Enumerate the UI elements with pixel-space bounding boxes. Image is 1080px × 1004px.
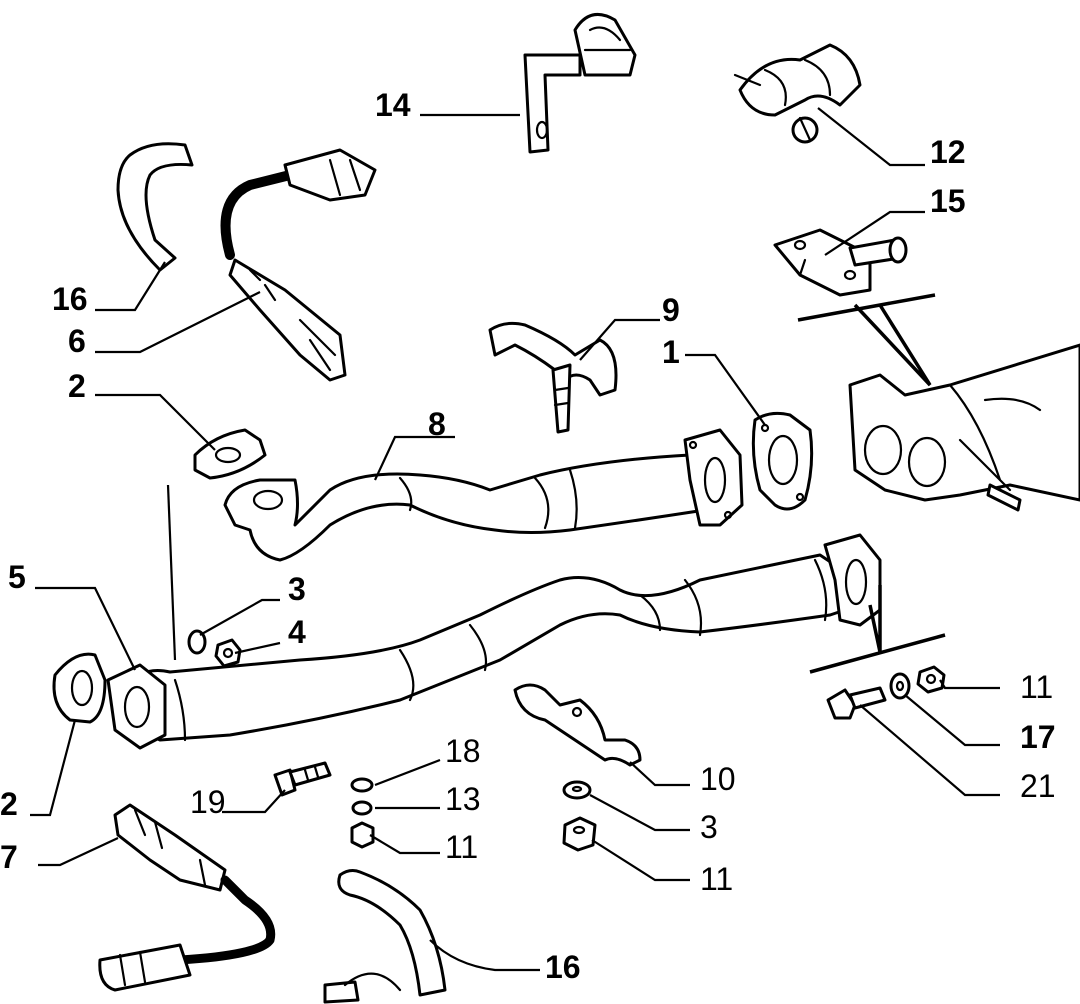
part-12-clamp[interactable] xyxy=(733,43,862,144)
part-14-bracket[interactable] xyxy=(523,12,637,154)
part-19-bolt[interactable] xyxy=(273,761,332,797)
callout-4: 4 xyxy=(288,614,306,650)
catalytic-converter xyxy=(848,343,1080,512)
callout-16-lower: 16 xyxy=(545,949,581,985)
part-13-lock-washer[interactable] xyxy=(351,800,373,816)
leader-lines xyxy=(30,107,1000,972)
callout-2-upper: 2 xyxy=(68,368,86,404)
part-2-gasket-upper[interactable] xyxy=(193,428,267,480)
part-11-nut-center[interactable] xyxy=(562,816,597,852)
callout-14: 14 xyxy=(375,87,411,123)
callout-13: 13 xyxy=(445,781,481,817)
callout-11-right: 11 xyxy=(1020,669,1053,705)
part-16-hose-upper[interactable] xyxy=(116,142,194,272)
callout-10: 10 xyxy=(700,761,736,797)
part-1-gasket[interactable] xyxy=(751,411,814,511)
part-16-hose-lower[interactable] xyxy=(323,869,447,1004)
cut-line-upper xyxy=(797,293,936,387)
part-21-bolt[interactable] xyxy=(826,686,887,720)
part-3-washer-upper[interactable] xyxy=(187,629,207,655)
callout-3-lower: 3 xyxy=(700,809,718,845)
part-9-clamp[interactable] xyxy=(488,321,618,434)
callout-7: 7 xyxy=(0,839,18,875)
callout-11-center: 11 xyxy=(700,861,733,897)
callout-19: 19 xyxy=(190,784,226,820)
callout-21: 21 xyxy=(1020,768,1056,804)
callout-18: 18 xyxy=(445,733,481,769)
callout-17: 17 xyxy=(1020,719,1056,755)
callout-5: 5 xyxy=(8,559,26,595)
part-18-washer[interactable] xyxy=(350,777,374,793)
part-15-plate[interactable] xyxy=(773,228,908,297)
part-17-washer[interactable] xyxy=(889,672,911,700)
part-10-clamp[interactable] xyxy=(513,683,642,767)
part-4-nut[interactable] xyxy=(214,638,242,668)
part-8-exhaust-pipe-upper[interactable] xyxy=(223,428,744,562)
part-7-oxygen-sensor[interactable] xyxy=(98,803,276,992)
callout-6: 6 xyxy=(68,323,86,359)
callout-3-upper: 3 xyxy=(288,571,306,607)
callout-12: 12 xyxy=(930,134,966,170)
callout-1: 1 xyxy=(662,334,680,370)
part-6-oxygen-sensor[interactable] xyxy=(220,148,377,382)
callout-9: 9 xyxy=(662,292,680,328)
callout-15: 15 xyxy=(930,183,966,219)
part-5-exhaust-pipe-lower[interactable] xyxy=(106,533,882,750)
part-3-washer-lower[interactable] xyxy=(562,780,592,800)
callout-2-lower: 2 xyxy=(0,786,18,822)
cut-line-lower xyxy=(809,585,946,674)
part-11-nut-right[interactable] xyxy=(916,665,946,694)
part-2-gasket-lower[interactable] xyxy=(52,652,107,724)
part-11-nut-stack[interactable] xyxy=(350,821,375,849)
callout-11-stack: 11 xyxy=(445,829,478,865)
callout-8: 8 xyxy=(428,406,446,442)
callout-16-upper: 16 xyxy=(52,281,88,317)
